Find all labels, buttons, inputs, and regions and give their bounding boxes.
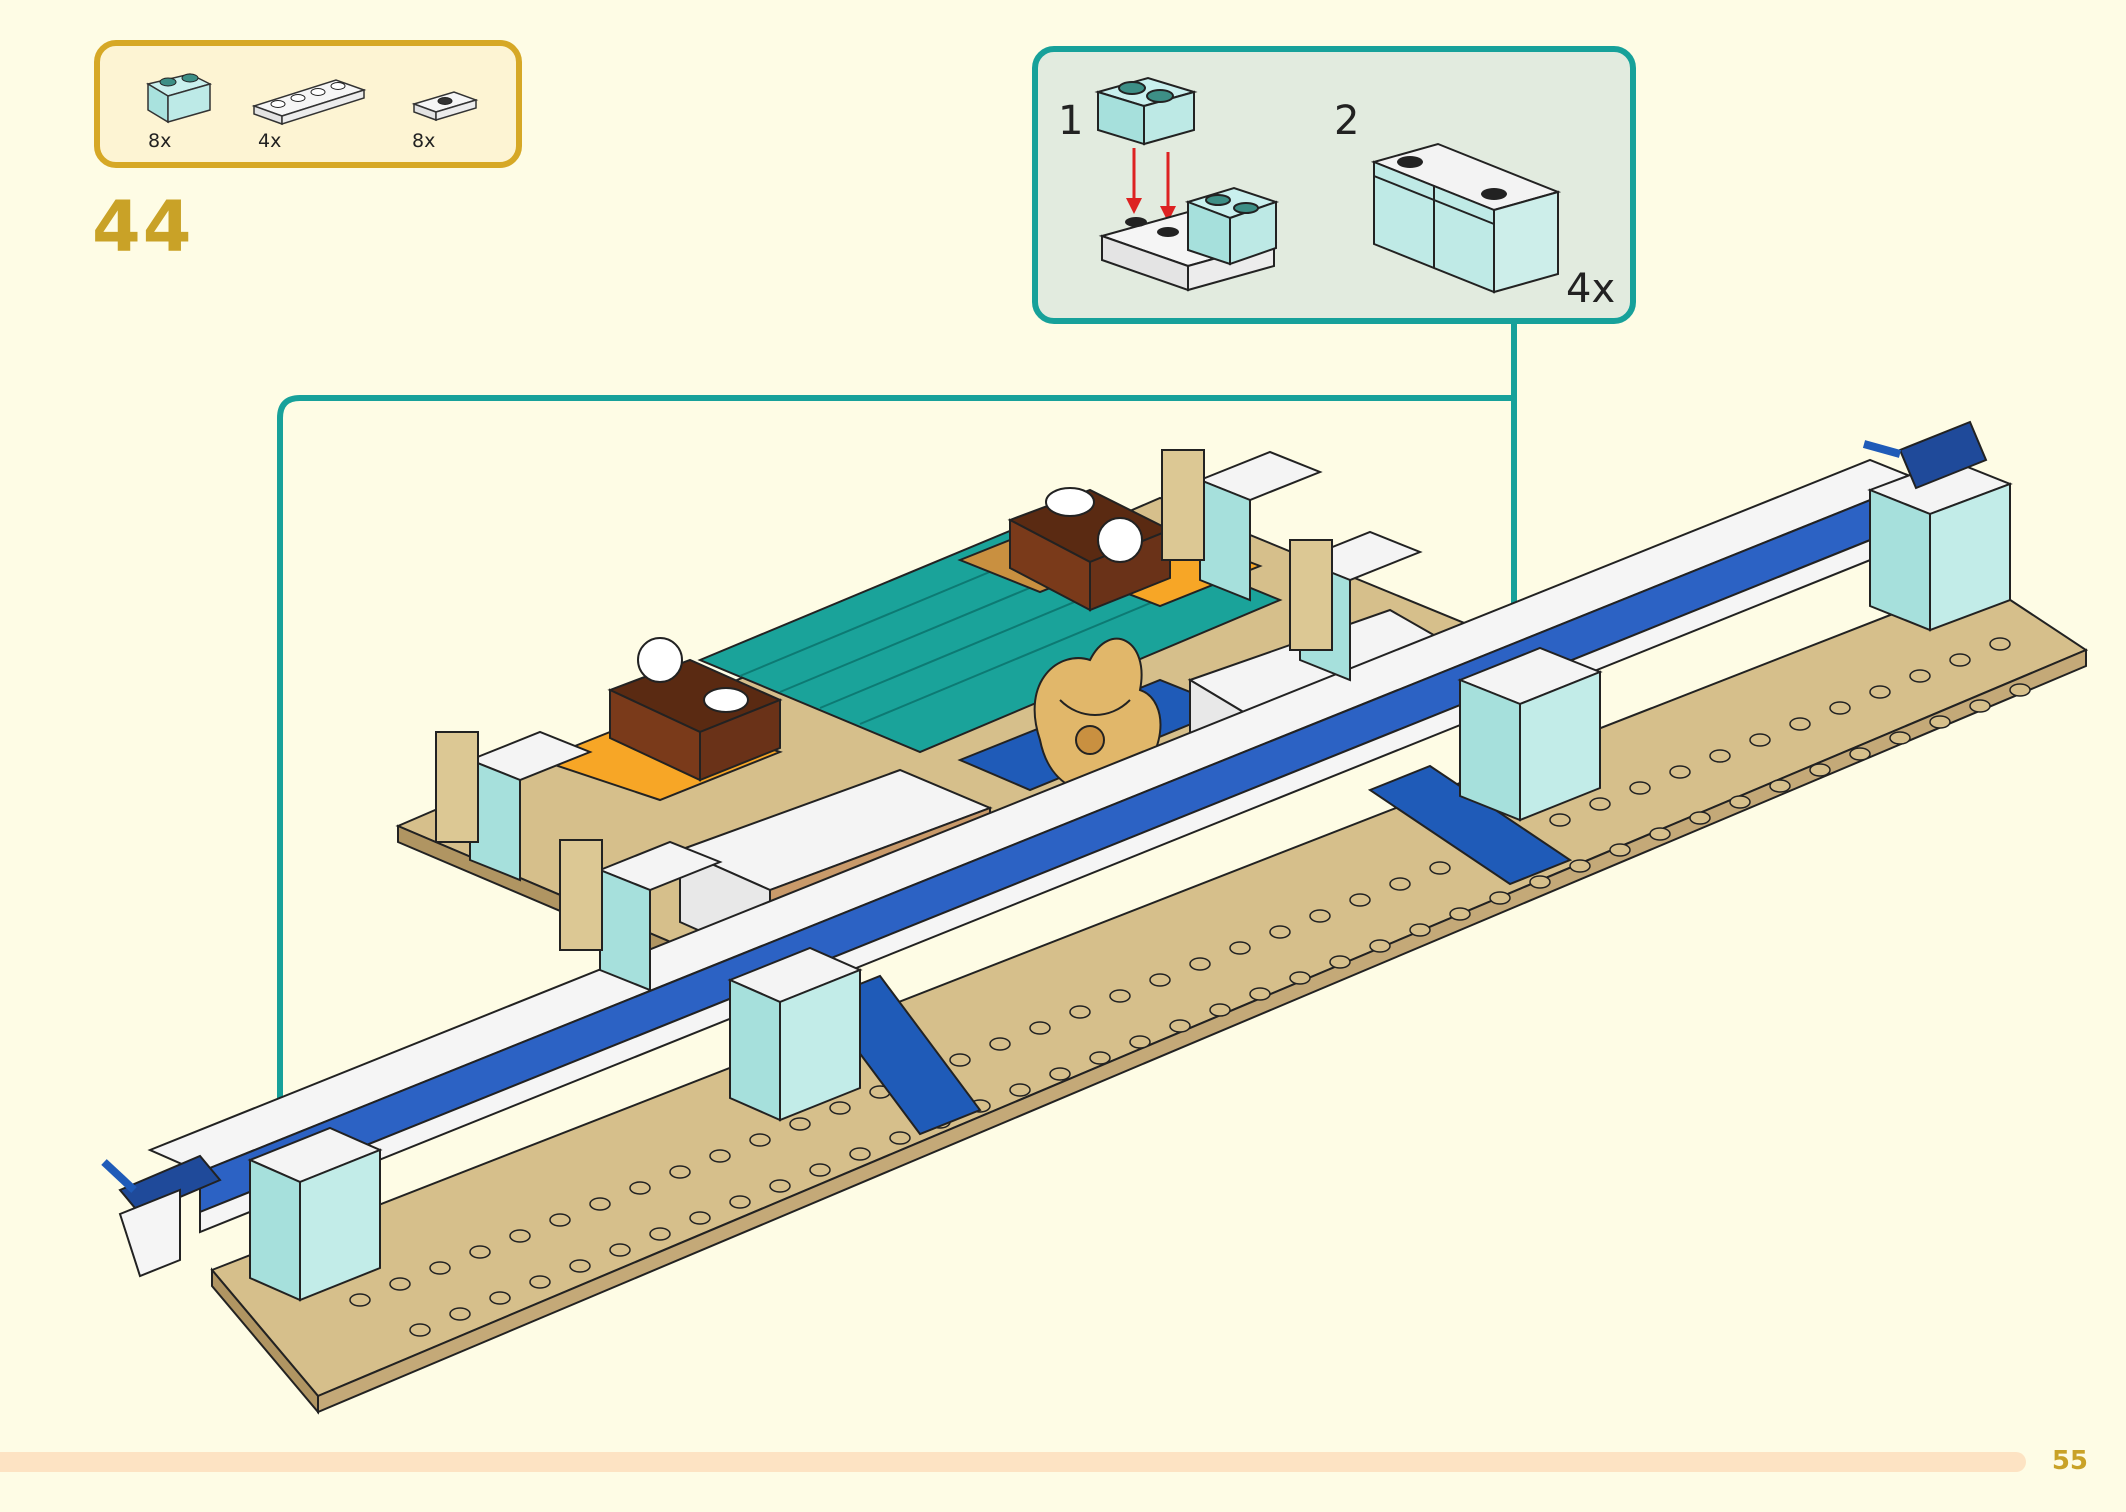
sub-assembly-illustration bbox=[1094, 76, 1562, 294]
sub-step-1-label: 1 bbox=[1058, 98, 1084, 144]
part-jumper-plate: 8x bbox=[408, 54, 488, 152]
trans-brick-icon bbox=[146, 73, 213, 124]
part-trans-brick: 8x bbox=[140, 54, 220, 152]
teapot-icon bbox=[637, 637, 683, 683]
part-qty: 8x bbox=[412, 130, 436, 152]
teacup-icon bbox=[1045, 487, 1095, 517]
tan-pillars bbox=[435, 449, 1333, 951]
sub-step-2-label: 2 bbox=[1334, 98, 1360, 144]
part-white-plate: 4x bbox=[250, 54, 370, 152]
jumper-plate-icon bbox=[411, 91, 479, 122]
falling-brick bbox=[1094, 76, 1198, 146]
teapot-icon bbox=[1097, 517, 1143, 563]
teacup-icon bbox=[703, 687, 749, 713]
sub-assembly-result bbox=[1370, 142, 1562, 294]
sub-assembly-multiplier: 4x bbox=[1566, 266, 1616, 312]
part-qty: 8x bbox=[148, 130, 172, 152]
step-number: 44 bbox=[92, 186, 194, 268]
sub-assembly-callout: 1 2 bbox=[1032, 46, 1636, 324]
page-number: 55 bbox=[2051, 1446, 2088, 1476]
right-tea-table bbox=[1007, 487, 1263, 612]
white-plate-icon bbox=[251, 79, 367, 126]
part-qty: 4x bbox=[258, 130, 282, 152]
parts-list: 8x 4x 8x bbox=[94, 40, 522, 168]
progress-track bbox=[0, 1452, 2026, 1472]
left-tea-table bbox=[537, 637, 783, 802]
plate-with-brick bbox=[1098, 186, 1280, 292]
blue-end-pieces bbox=[101, 420, 1988, 1278]
